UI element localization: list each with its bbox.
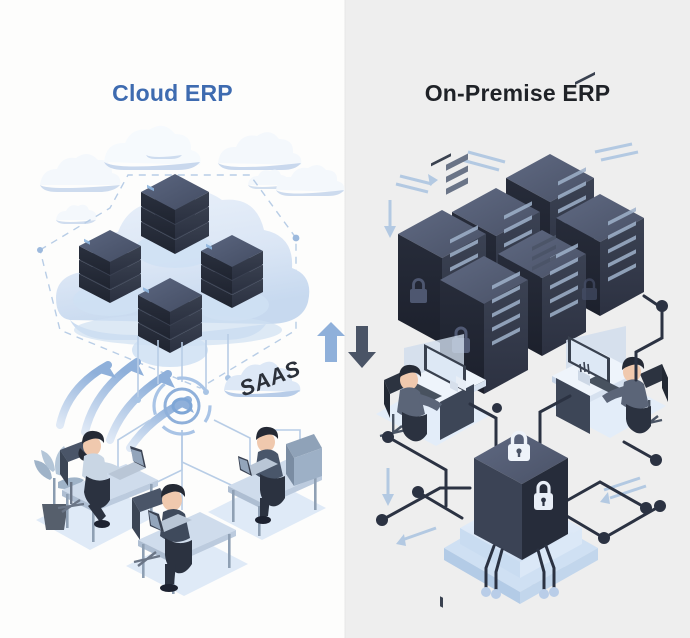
lock-icon [410,278,427,303]
pen-cup-icon [578,361,590,386]
flow-arrow-icon [461,158,500,172]
secure-server-tower [444,234,598,604]
server-racks [398,154,644,394]
flow-arrow-icon [467,150,506,164]
lock-icon [534,480,553,510]
server-stack [73,230,147,316]
worker-laptop-right [208,426,326,540]
flow-arrow-icon [609,484,647,500]
flow-arrow-icon [600,150,639,162]
page-title-cloud-erp: Cloud ERP [112,80,233,106]
panel-divider [344,0,346,638]
small-cloud-icon [146,140,183,159]
dashed-boundary [37,174,300,389]
small-cloud-icon [104,125,201,170]
arrow-up-cloud [317,322,345,362]
workstation-right [550,71,668,438]
worker-laptop-center [126,483,248,596]
flow-arrow-icon [399,174,433,186]
flow-arrow-icon [401,526,437,542]
workstation-left [376,153,492,608]
lock-icon [508,430,530,461]
network-hub-icon [152,376,212,436]
flow-arrow-icon [395,182,429,194]
lock-icon [582,278,597,300]
cloud-server-stacks [73,174,269,367]
page-title-on-premise-erp: On-Premise ERP [424,80,611,106]
flow-arrow-icon [594,142,633,154]
server-stack [195,235,269,321]
server-stack [132,278,208,367]
saas-cloud-icon [224,361,301,397]
server-stack [135,174,215,268]
small-cloud-icon [40,153,121,192]
background-clouds [40,125,345,224]
arrow-down-onprem [348,326,376,368]
small-cloud-icon [276,164,345,196]
small-cloud-icon [218,132,302,170]
worker-laptop-left [34,430,160,550]
